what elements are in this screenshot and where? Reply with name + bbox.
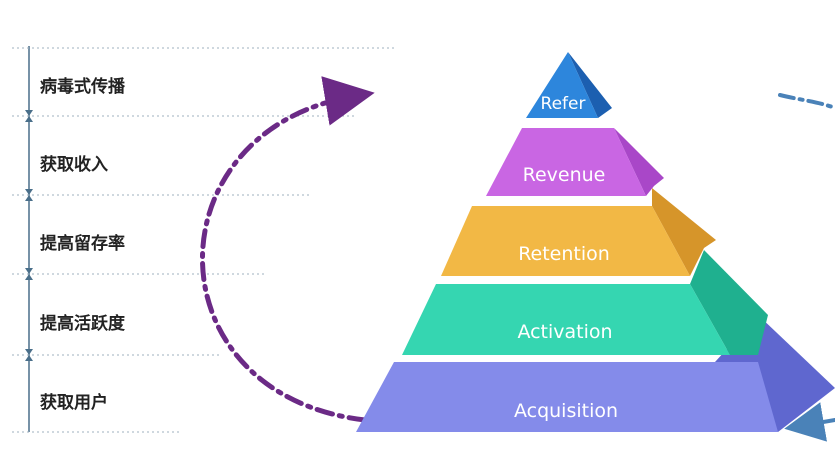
layer-label-refer: Refer [541, 94, 586, 114]
layer-activation: Activation [402, 250, 768, 355]
axis-arrow-ticks [25, 110, 33, 361]
stage-label-retention: 提高留存率 [40, 233, 125, 254]
layer-label-retention: Retention [518, 243, 610, 265]
left-axis: 病毒式传播 获取收入 提高留存率 提高活跃度 获取用户 [12, 46, 395, 433]
layer-revenue: Revenue [486, 128, 664, 196]
loop-arrow [200, 76, 375, 423]
return-arrow-bottom [784, 402, 835, 442]
stage-label-revenue: 获取收入 [40, 154, 108, 175]
layer-label-revenue: Revenue [523, 164, 606, 186]
stage-label-activation: 提高活跃度 [40, 313, 126, 334]
layer-label-acquisition: Acquisition [514, 400, 618, 422]
stage-label-acquisition: 获取用户 [40, 392, 108, 413]
layer-refer: Refer [526, 52, 612, 118]
pyramid: Acquisition Activation Retention Revenue… [356, 52, 835, 432]
layer-retention: Retention [441, 188, 716, 276]
stage-label-refer: 病毒式传播 [40, 76, 126, 97]
layer-label-activation: Activation [517, 321, 612, 343]
return-arrow-top [778, 93, 835, 110]
